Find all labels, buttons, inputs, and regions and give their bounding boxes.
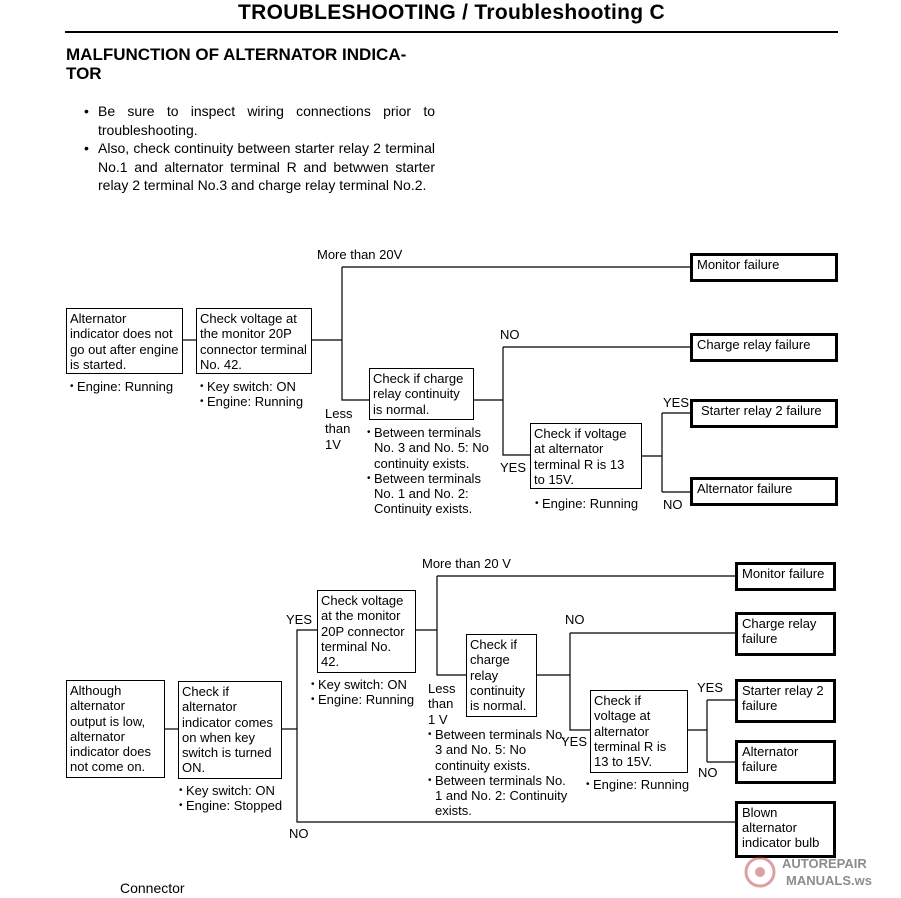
condition-item: Key switch: ON bbox=[179, 783, 299, 799]
flow1-yes-label: YES bbox=[500, 460, 527, 475]
flow2-yes2-label: YES bbox=[697, 680, 724, 695]
watermark-text-1: AUTOREPAIR bbox=[782, 856, 867, 871]
flow1-check-alt-conditions: Engine: Running bbox=[535, 496, 655, 512]
note-text: Be sure to inspect wiring connections pr… bbox=[98, 103, 435, 138]
flow2-check-alt-box: Check if voltage at alternator terminal … bbox=[590, 690, 688, 773]
connector-label: Connector bbox=[120, 880, 185, 896]
flow2-no-bottom-label: NO bbox=[289, 826, 309, 841]
flow1-result-starter-relay: Starter relay 2 failure bbox=[690, 399, 838, 428]
flow1-check-voltage-box: Check voltage at the monitor 20P connect… bbox=[196, 308, 312, 374]
note-text: Also, check continuity between starter r… bbox=[98, 140, 435, 193]
flow2-check-voltage-box: Check voltage at the monitor 20P connect… bbox=[317, 590, 416, 673]
flow2-result-bulb: Blown alternator indicator bulb bbox=[735, 801, 836, 858]
flow1-yes2-label: YES bbox=[663, 395, 690, 410]
condition-item: Between terminals No. 3 and No. 5: No co… bbox=[367, 425, 503, 471]
flow1-start-box: Alternator indicator does not go out aft… bbox=[66, 308, 183, 374]
flow2-more-than-label: More than 20 V bbox=[422, 556, 511, 571]
section-heading: MALFUNCTION OF ALTERNATOR INDICA- TOR bbox=[66, 45, 407, 83]
condition-item: Between terminals No. 1 and No. 2: Conti… bbox=[428, 773, 570, 819]
note-item: •Also, check continuity between starter … bbox=[84, 140, 435, 193]
condition-item: Engine: Running bbox=[200, 394, 330, 410]
flow1-check-relay-conditions: Between terminals No. 3 and No. 5: No co… bbox=[367, 425, 503, 517]
condition-item: Engine: Stopped bbox=[179, 798, 299, 814]
flow2-start-box: Although alternator output is low, alter… bbox=[66, 680, 165, 778]
flow2-result-monitor: Monitor failure bbox=[735, 562, 836, 591]
flow1-result-alternator: Alternator failure bbox=[690, 477, 838, 506]
flow2-less-than-label: Less than 1 V bbox=[428, 681, 456, 727]
flow2-yes-top-label: YES bbox=[286, 612, 313, 627]
flow1-check-relay-box: Check if charge relay continuity is norm… bbox=[369, 368, 474, 420]
flow2-check-voltage-conditions: Key switch: ON Engine: Running bbox=[311, 677, 431, 708]
watermark-logo: AUTOREPAIR MANUALS.ws bbox=[744, 856, 872, 888]
flow2-check-indicator-conditions: Key switch: ON Engine: Stopped bbox=[179, 783, 299, 814]
condition-item: Engine: Running bbox=[586, 777, 706, 793]
flow2-result-starter-relay: Starter relay 2 failure bbox=[735, 679, 836, 723]
condition-item: Key switch: ON bbox=[200, 379, 330, 395]
condition-item: Between terminals No. 3 and No. 5: No co… bbox=[428, 727, 570, 773]
flow2-check-relay-box: Check if charge relay continuity is norm… bbox=[466, 634, 537, 717]
flow1-start-conditions: Engine: Running bbox=[70, 379, 200, 395]
flow2-check-indicator-box: Check if alternator indicator comes on w… bbox=[178, 681, 282, 779]
flow1-more-than-label: More than 20V bbox=[317, 247, 403, 262]
flow2-no2-label: NO bbox=[698, 765, 718, 780]
flow1-no-label: NO bbox=[500, 327, 520, 342]
condition-item: Engine: Running bbox=[70, 379, 200, 395]
flow2-yes-label: YES bbox=[561, 734, 588, 749]
flow2-check-relay-conditions: Between terminals No. 3 and No. 5: No co… bbox=[428, 727, 570, 819]
flow1-check-voltage-conditions: Key switch: ON Engine: Running bbox=[200, 379, 330, 410]
flow1-no2-label: NO bbox=[663, 497, 683, 512]
watermark-text-2: MANUALS.ws bbox=[786, 873, 872, 888]
condition-item: Engine: Running bbox=[311, 692, 431, 708]
flow2-no-label: NO bbox=[565, 612, 585, 627]
note-item: •Be sure to inspect wiring connections p… bbox=[84, 103, 435, 138]
flow1-less-than-label: Less than 1V bbox=[325, 406, 353, 452]
condition-item: Key switch: ON bbox=[311, 677, 431, 693]
watermark-icon bbox=[744, 856, 776, 888]
flow2-check-alt-conditions: Engine: Running bbox=[586, 777, 706, 793]
condition-item: Engine: Running bbox=[535, 496, 655, 512]
title-rule bbox=[65, 31, 838, 33]
flow1-result-charge-relay: Charge relay failure bbox=[690, 333, 838, 362]
flow2-result-charge-relay: Charge relay failure bbox=[735, 612, 836, 656]
notes-list: •Be sure to inspect wiring connections p… bbox=[84, 102, 435, 195]
condition-item: Between terminals No. 1 and No. 2: Conti… bbox=[367, 471, 503, 517]
page-title: TROUBLESHOOTING / Troubleshooting C bbox=[238, 1, 665, 24]
flow1-result-monitor: Monitor failure bbox=[690, 253, 838, 282]
flow1-check-alt-box: Check if voltage at alternator terminal … bbox=[530, 423, 642, 489]
flow2-result-alternator: Alternator failure bbox=[735, 740, 836, 784]
